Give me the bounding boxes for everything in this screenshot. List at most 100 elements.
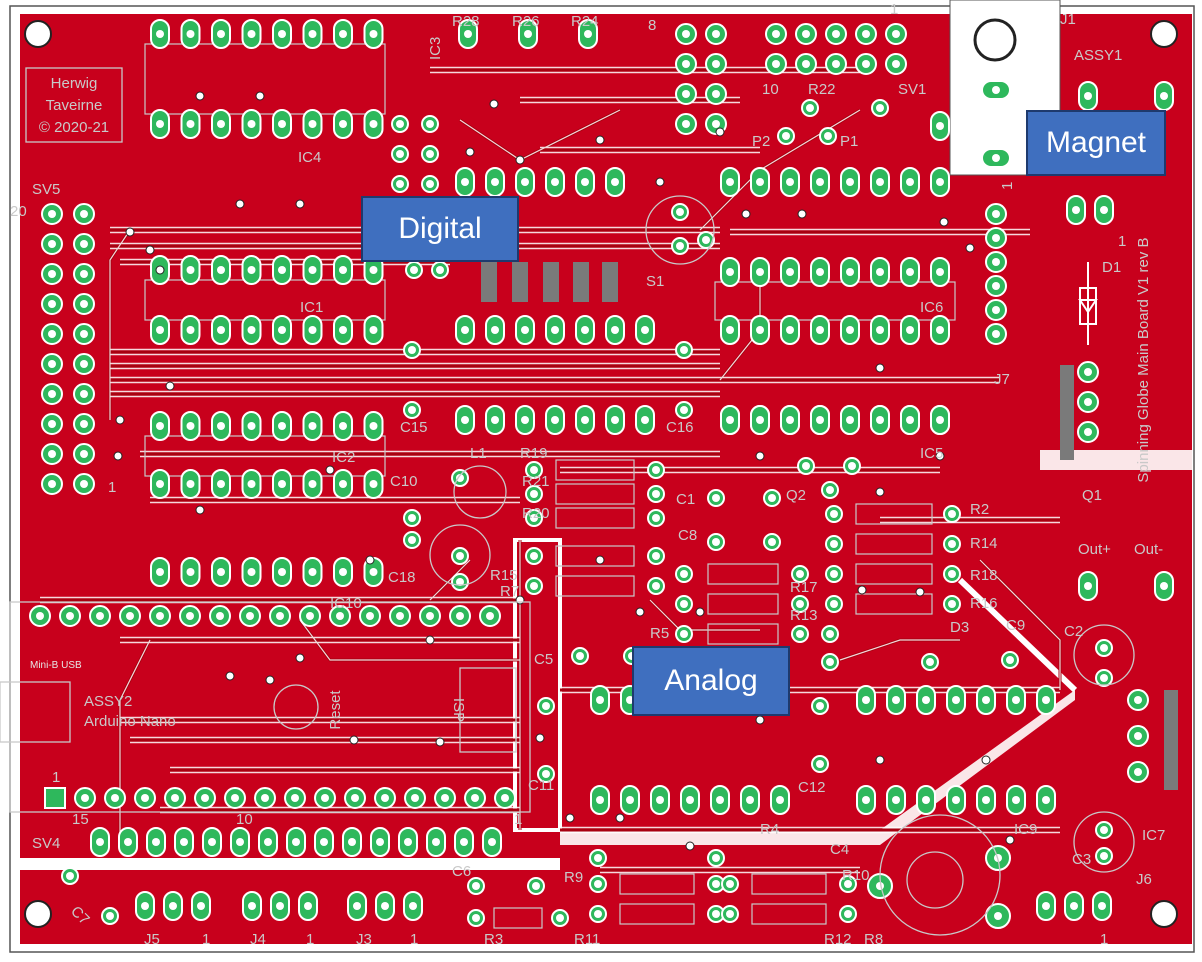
ref-ic1: IC1 xyxy=(300,299,323,316)
l1-outline xyxy=(453,465,507,519)
ref-r16: R16 xyxy=(970,595,998,612)
ref-r21: R21 xyxy=(522,473,550,490)
reset-button-outline xyxy=(273,684,319,730)
label-out-minus: Out- xyxy=(1134,541,1163,558)
ref-r17: R17 xyxy=(790,579,818,596)
ref-ic6: IC6 xyxy=(920,299,943,316)
ref-q1: Q1 xyxy=(1082,487,1102,504)
ref-c1: C1 xyxy=(676,491,695,508)
j1-jack-hole xyxy=(973,18,1017,62)
ref-r19: R19 xyxy=(520,445,548,462)
ref-j6: J6 xyxy=(1136,871,1152,888)
callout-digital: Digital xyxy=(361,196,519,262)
ref-c9: C9 xyxy=(1006,617,1025,634)
ref-c4: C4 xyxy=(830,841,849,858)
pin-10-sv4: 10 xyxy=(236,811,253,828)
ref-r26: R26 xyxy=(512,13,540,30)
ref-c6: C6 xyxy=(452,863,471,880)
ref-r8: R8 xyxy=(864,931,883,948)
ref-r28: R28 xyxy=(452,13,480,30)
ref-r10: R10 xyxy=(842,867,870,884)
ref-sv1: SV1 xyxy=(898,81,926,98)
ref-r13: R13 xyxy=(790,607,818,624)
ref-r11: R11 xyxy=(574,931,600,948)
ref-p1: P1 xyxy=(840,133,858,150)
ref-sv4: SV4 xyxy=(32,835,60,852)
ref-r14: R14 xyxy=(970,535,998,552)
ref-c3: C3 xyxy=(1072,851,1091,868)
ref-ic3: IC3 xyxy=(427,37,444,60)
p2-outline xyxy=(645,195,715,265)
usb-outline xyxy=(0,681,71,743)
ref-j3: J3 xyxy=(356,931,372,948)
callout-magnet: Magnet xyxy=(1026,110,1166,176)
arduino-outline xyxy=(9,601,531,813)
pin-1-sv5: 1 xyxy=(108,479,116,496)
ref-ic7: IC7 xyxy=(1142,827,1165,844)
ref-c8: C8 xyxy=(678,527,697,544)
ref-sv5: SV5 xyxy=(32,181,60,198)
isp-outline xyxy=(459,667,517,753)
ref-j1: J1 xyxy=(1060,11,1076,28)
ref-r5: R5 xyxy=(650,625,669,642)
ref-q2: Q2 xyxy=(786,487,806,504)
c18-outline xyxy=(429,524,491,586)
c3-outline xyxy=(1073,811,1135,873)
trace-clearance xyxy=(40,66,1061,874)
pin-15: 15 xyxy=(72,811,89,828)
ref-ic10: IC10 xyxy=(330,595,362,612)
ref-r4: R4 xyxy=(760,821,779,838)
ref-r7: R7 xyxy=(500,583,519,600)
pin-8: 8 xyxy=(648,17,656,34)
ref-d1: D1 xyxy=(1102,259,1121,276)
pin-1-j4: 1 xyxy=(306,931,314,948)
ref-c18: C18 xyxy=(388,569,416,586)
pin-20: 20 xyxy=(10,203,27,220)
ref-ic2: IC2 xyxy=(332,449,355,466)
ref-assy2: ASSY2 xyxy=(84,693,132,710)
label-mini-b-usb: Mini-B USB xyxy=(30,660,82,671)
ref-r22: R22 xyxy=(808,81,836,98)
r8-pot-knob xyxy=(906,851,964,909)
c2-outline xyxy=(1073,624,1135,686)
ref-c10: C10 xyxy=(390,473,418,490)
silkscreen-outlines xyxy=(144,43,956,929)
label-arduino-nano: Arduino Nano xyxy=(84,713,176,730)
ref-c2: C2 xyxy=(1064,623,1083,640)
ref-r2: R2 xyxy=(970,501,989,518)
ref-j4: J4 xyxy=(250,931,266,948)
bottom-gap xyxy=(20,858,560,870)
ref-r15: R15 xyxy=(490,567,518,584)
ic7-tab xyxy=(1164,690,1178,790)
d1-diode xyxy=(1078,262,1098,345)
ref-c15: C15 xyxy=(400,419,428,436)
silk-labels: Herwig Taveirne © 2020-21 Spinning Globe… xyxy=(10,1,1165,948)
ref-p2: P2 xyxy=(752,133,770,150)
pin-1-top: 1 xyxy=(890,1,898,18)
ref-d3: D3 xyxy=(950,619,969,636)
ref-j5: J5 xyxy=(144,931,160,948)
author-line-3: © 2020-21 xyxy=(39,119,109,136)
ref-r3: R3 xyxy=(484,931,503,948)
ref-l1: L1 xyxy=(470,445,487,462)
label-isp: ISP xyxy=(450,698,467,722)
author-line-2: Taveirne xyxy=(46,97,103,114)
pin-1-d1: 1 xyxy=(1118,233,1126,250)
ref-r12: R12 xyxy=(824,931,852,948)
pin-1-j6: 1 xyxy=(1100,931,1108,948)
ref-c11: C11 xyxy=(528,777,554,794)
ref-assy1: ASSY1 xyxy=(1074,47,1122,64)
ref-r18: R18 xyxy=(970,567,998,584)
r8-pot-outline xyxy=(879,814,1001,936)
ref-s1: S1 xyxy=(646,273,664,290)
mounting-holes xyxy=(24,20,1178,928)
ref-r9: R9 xyxy=(564,869,583,886)
ref-j7: J7 xyxy=(994,371,1010,388)
ref-r20: R20 xyxy=(522,505,550,522)
s1-switch xyxy=(481,262,618,302)
pin-1-j3: 1 xyxy=(410,931,418,948)
pin-10: 10 xyxy=(762,81,779,98)
board-title: Spinning Globe Main Board V1 rev B xyxy=(1135,237,1152,482)
pin-1-nano: 1 xyxy=(52,769,60,786)
